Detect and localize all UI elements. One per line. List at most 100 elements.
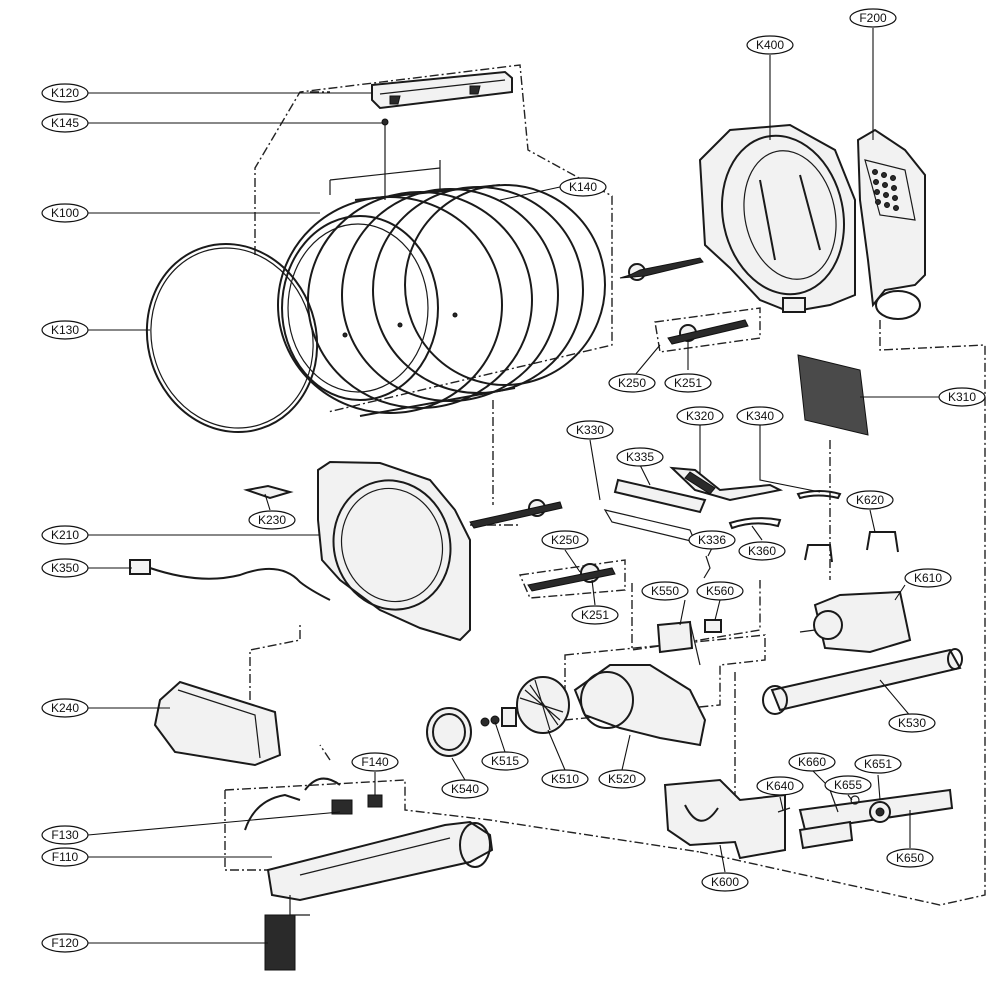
label-k550: K550	[641, 581, 689, 601]
label-k210: K210	[41, 525, 89, 545]
label-k520: K520	[598, 769, 646, 789]
part-f130-wires	[244, 777, 353, 831]
part-labels: K120 K145 K100 K130 K140 K400 F200 K250 …	[41, 8, 986, 953]
svg-text:K250: K250	[551, 533, 579, 547]
label-k660: K660	[788, 752, 836, 772]
svg-text:K340: K340	[746, 409, 774, 423]
label-k655: K655	[824, 775, 872, 795]
label-k250-lower: K250	[541, 530, 589, 550]
label-k515: K515	[481, 751, 529, 771]
part-drum-rollers	[469, 257, 749, 592]
svg-text:K610: K610	[914, 571, 942, 585]
label-f130: F130	[41, 825, 89, 845]
label-k510: K510	[541, 769, 589, 789]
part-f200-control-panel	[856, 128, 926, 320]
label-k320: K320	[676, 406, 724, 426]
svg-text:K120: K120	[51, 86, 79, 100]
label-k650: K650	[886, 848, 934, 868]
svg-text:K250: K250	[618, 376, 646, 390]
part-k360-strip	[728, 517, 782, 530]
part-k340-strip	[796, 490, 842, 500]
svg-text:K130: K130	[51, 323, 79, 337]
label-k400: K400	[746, 35, 794, 55]
svg-text:K210: K210	[51, 528, 79, 542]
svg-text:K515: K515	[491, 754, 519, 768]
label-k330: K330	[566, 420, 614, 440]
part-k330-bracket	[603, 509, 697, 543]
label-k140: K140	[559, 177, 607, 197]
part-k655-washer	[850, 795, 860, 805]
svg-text:K140: K140	[569, 180, 597, 194]
label-k230: K230	[248, 510, 296, 530]
label-f140: F140	[351, 752, 399, 772]
svg-text:K540: K540	[451, 782, 479, 796]
label-k240: K240	[41, 698, 89, 718]
label-f200: F200	[849, 8, 897, 28]
svg-text:K550: K550	[651, 584, 679, 598]
part-f110-lint-housing	[266, 820, 494, 902]
part-k515-washers	[480, 707, 517, 727]
label-k530: K530	[888, 713, 936, 733]
part-k620-clamps	[804, 531, 899, 563]
svg-text:K240: K240	[51, 701, 79, 715]
part-k130-seal-ring	[145, 242, 319, 434]
svg-text:F140: F140	[361, 755, 389, 769]
part-k520-blower-housing	[573, 664, 707, 747]
label-k310: K310	[938, 387, 986, 407]
part-k120-bracket	[371, 70, 513, 110]
leader-lines	[87, 28, 940, 944]
svg-text:K251: K251	[674, 376, 702, 390]
part-k230-clip	[243, 484, 294, 500]
svg-text:K100: K100	[51, 206, 79, 220]
svg-text:K560: K560	[706, 584, 734, 598]
label-k145: K145	[41, 113, 89, 133]
svg-text:K320: K320	[686, 409, 714, 423]
label-k610: K610	[904, 568, 952, 588]
label-k250-upper: K250	[608, 373, 656, 393]
label-k540: K540	[441, 779, 489, 799]
svg-text:K310: K310	[948, 390, 976, 404]
part-k320-heater-cover	[669, 466, 784, 502]
svg-text:F120: F120	[51, 936, 79, 950]
label-k120: K120	[41, 83, 89, 103]
svg-text:K350: K350	[51, 561, 79, 575]
svg-text:K660: K660	[798, 755, 826, 769]
part-k350-wire	[129, 559, 331, 601]
part-k335-guide	[613, 478, 707, 514]
svg-text:K335: K335	[626, 450, 654, 464]
part-k651-idler-pulley	[869, 801, 891, 823]
svg-text:K520: K520	[608, 772, 636, 786]
svg-text:K655: K655	[834, 778, 862, 792]
label-f110: F110	[41, 847, 89, 867]
label-f120: F120	[41, 933, 89, 953]
svg-text:K600: K600	[711, 875, 739, 889]
svg-text:K145: K145	[51, 116, 79, 130]
label-k360: K360	[738, 541, 786, 561]
part-k145-screw	[381, 118, 389, 200]
label-k130: K130	[41, 320, 89, 340]
svg-text:K251: K251	[581, 608, 609, 622]
label-k640: K640	[756, 776, 804, 796]
label-k600: K600	[701, 872, 749, 892]
part-f140-clip	[367, 794, 383, 808]
label-k251-lower: K251	[571, 605, 619, 625]
svg-text:F200: F200	[859, 11, 887, 25]
svg-text:K530: K530	[898, 716, 926, 730]
label-k350: K350	[41, 558, 89, 578]
svg-text:K230: K230	[258, 513, 286, 527]
label-k336: K336	[688, 530, 736, 550]
svg-text:K651: K651	[864, 757, 892, 771]
svg-text:K650: K650	[896, 851, 924, 865]
part-k550-sensor	[656, 620, 701, 666]
label-k340: K340	[736, 406, 784, 426]
part-k400-rear-bulkhead	[698, 123, 856, 314]
part-k510-blower-wheel	[516, 676, 570, 734]
part-f120-lint-filter	[264, 895, 310, 971]
part-k530-duct	[762, 648, 963, 715]
label-k335: K335	[616, 447, 664, 467]
part-k560-thermistor	[704, 619, 722, 633]
label-k620: K620	[846, 490, 894, 510]
part-k336-spring	[703, 555, 711, 579]
label-k100: K100	[41, 203, 89, 223]
